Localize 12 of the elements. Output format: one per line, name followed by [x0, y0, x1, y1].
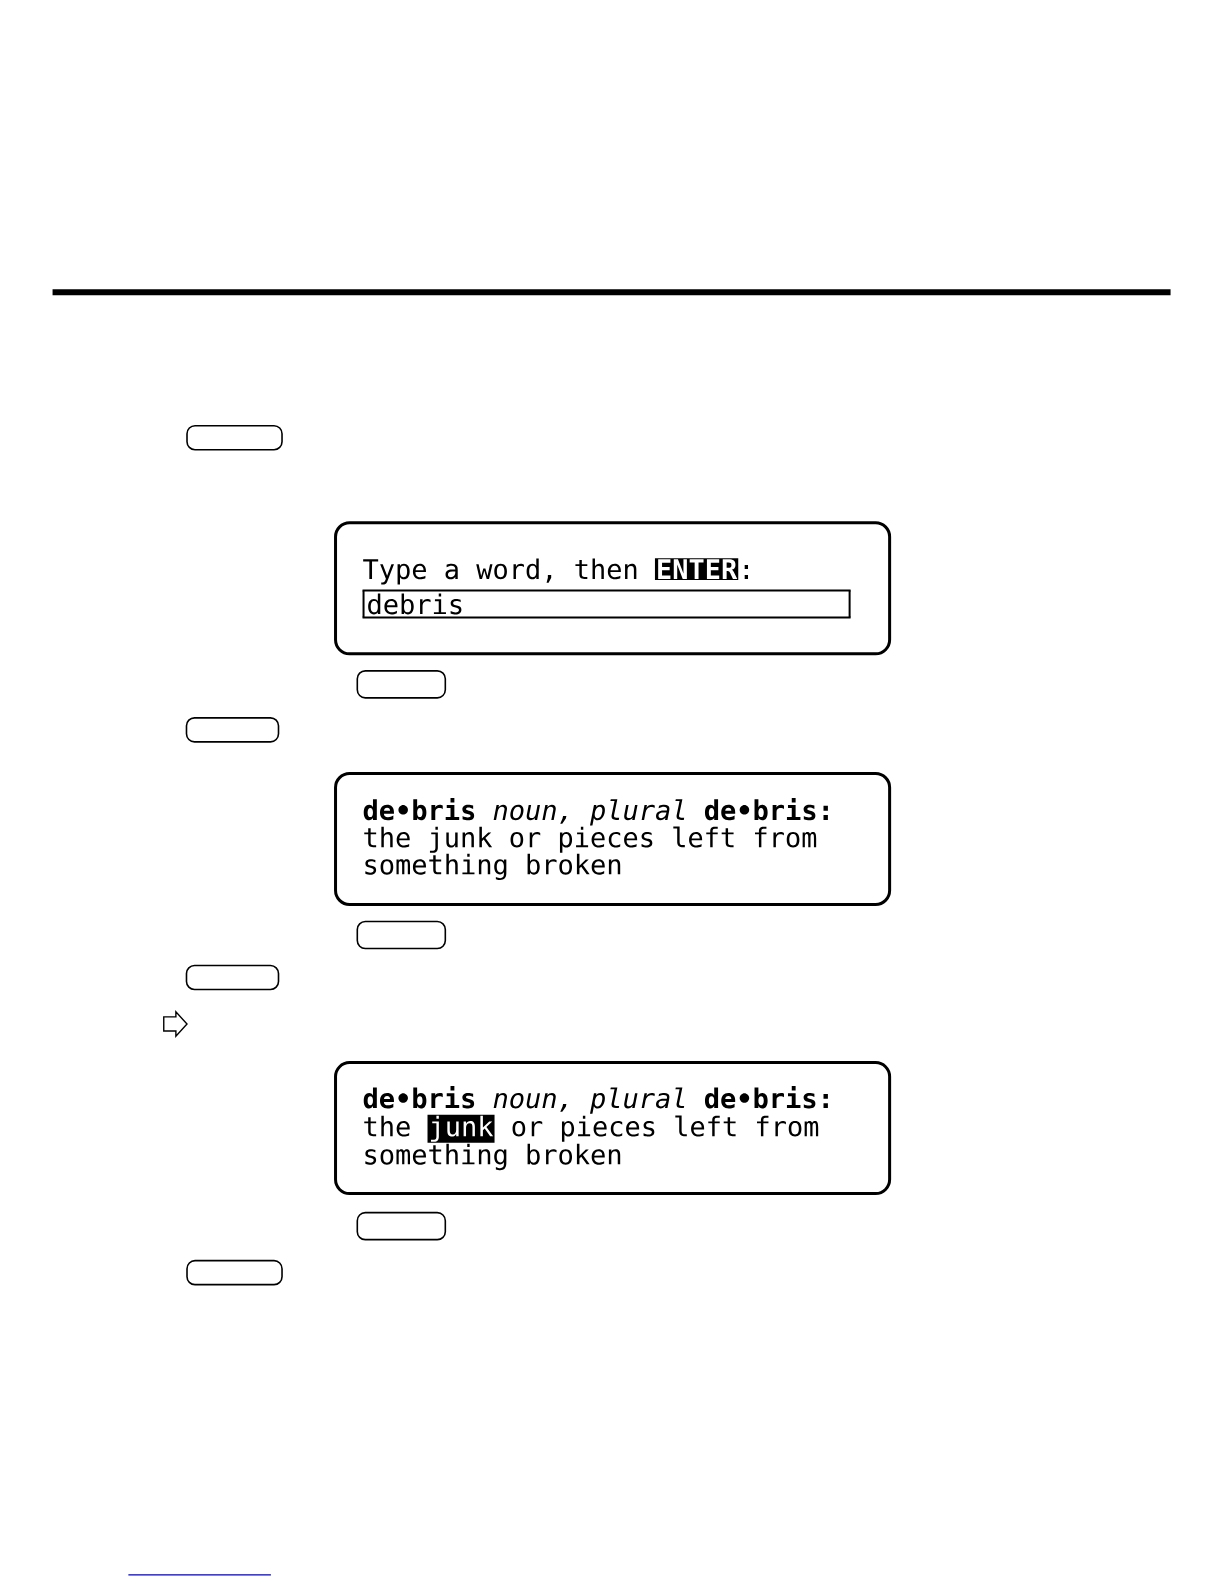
highlighted-word: junk [427, 1114, 495, 1143]
key-box [186, 1259, 283, 1286]
key-box [356, 670, 447, 699]
key-box [356, 1211, 447, 1241]
key-box [185, 717, 280, 743]
key-box [185, 964, 280, 991]
input-field: debris [361, 589, 852, 619]
key-box [186, 424, 283, 451]
screen-box: de•bris noun, plural de•bris: the junk or pieces left from something broken [333, 772, 892, 906]
screen-box: Type a word, then ENTER : debris [333, 521, 892, 656]
key-box [356, 920, 447, 950]
screen-box: de•bris noun, plural de•bris: the junk or pieces left from something broken [333, 1061, 892, 1196]
